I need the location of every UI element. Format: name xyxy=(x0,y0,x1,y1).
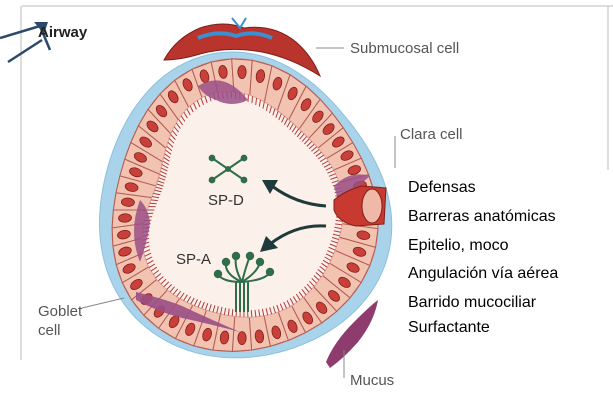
cilium xyxy=(150,203,157,204)
cilium xyxy=(151,200,158,201)
label-sp-d: SP-D xyxy=(208,192,244,209)
label-goblet: Goblet xyxy=(38,303,83,320)
defensas-item: Epitelio, moco xyxy=(408,237,509,254)
cilium xyxy=(251,310,252,317)
defensas-item: Angulación vía aérea xyxy=(408,265,558,282)
label-goblet-cell: cell xyxy=(38,322,61,339)
defensas-item: Surfactante xyxy=(408,319,490,336)
defensas-list: Defensas Barreras anatómicas Epitelio, m… xyxy=(408,179,558,336)
cell-nucleus xyxy=(238,332,246,345)
label-submucosal-cell: Submucosal cell xyxy=(350,40,459,57)
defensas-item: Defensas xyxy=(408,179,476,196)
label-clara-cell: Clara cell xyxy=(400,126,463,143)
defensas-item: Barrido mucociliar xyxy=(408,294,537,311)
cell-nucleus xyxy=(238,66,246,79)
airway-title: Airway xyxy=(38,24,88,41)
goblet-leader-line xyxy=(82,298,124,308)
label-mucus: Mucus xyxy=(350,372,394,389)
cilium xyxy=(232,309,233,316)
defensas-item: Barreras anatómicas xyxy=(408,208,556,225)
label-sp-a: SP-A xyxy=(176,251,211,268)
cilium xyxy=(252,96,253,103)
